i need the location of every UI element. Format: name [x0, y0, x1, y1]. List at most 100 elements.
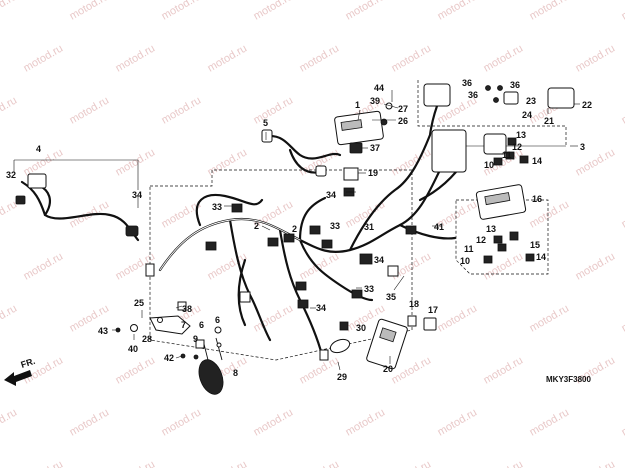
- callout-label: 9: [193, 334, 198, 344]
- callout-numbers: 1 2 2 3 4 5 6 6 7 8 9 10 10 11 11 12 12 …: [6, 78, 592, 382]
- callout-label: 34: [316, 303, 326, 313]
- watermark-text: motod.ru: [482, 354, 526, 386]
- watermark-text: motod.ru: [68, 0, 112, 23]
- callout-label: 33: [330, 221, 340, 231]
- watermark-text: motod.ru: [22, 458, 66, 468]
- watermark-text: motod.ru: [206, 458, 250, 468]
- callout-label: 12: [512, 142, 522, 152]
- callout-label: 15: [530, 240, 540, 250]
- callout-label: 7: [181, 320, 186, 330]
- callout-label: 2: [254, 221, 259, 231]
- watermark-text: motod.ru: [114, 458, 158, 468]
- watermark-text: motod.ru: [114, 42, 158, 74]
- diagram-code: MKY3F3800: [546, 375, 591, 384]
- watermark-text: motod.ru: [620, 198, 625, 230]
- watermark-text: motod.ru: [252, 406, 296, 438]
- watermark-text: motod.ru: [574, 458, 618, 468]
- callout-label: 40: [128, 344, 138, 354]
- watermark-text: motod.ru: [0, 0, 19, 23]
- callout-label: 36: [468, 90, 478, 100]
- callout-label: 14: [532, 156, 542, 166]
- callout-label: 5: [263, 118, 268, 128]
- callout-label: 36: [510, 80, 520, 90]
- front-sub-harness: [15, 173, 140, 242]
- watermark-text: motod.ru: [620, 94, 625, 126]
- watermark-text: motod.ru: [114, 146, 158, 178]
- control-unit-20: [366, 315, 437, 370]
- callout-label: 29: [337, 372, 347, 382]
- callout-label: 13: [486, 224, 496, 234]
- callout-label: 39: [370, 96, 380, 106]
- callout-label: 1: [355, 100, 360, 110]
- callout-label: 37: [370, 143, 380, 153]
- callout-label: 13: [516, 130, 526, 140]
- callout-label: 21: [544, 116, 554, 126]
- callout-label: 2: [292, 224, 297, 234]
- callout-label: 11: [464, 244, 474, 254]
- sub-harness-5: [261, 129, 342, 177]
- watermark-text: motod.ru: [68, 94, 112, 126]
- callout-label: 17: [428, 305, 438, 315]
- callout-label: 27: [398, 104, 408, 114]
- watermark-text: motod.ru: [160, 94, 204, 126]
- control-module-1: [334, 102, 393, 154]
- watermark-text: motod.ru: [528, 0, 572, 23]
- watermark-text: motod.ru: [390, 42, 434, 74]
- watermark-text: motod.ru: [206, 146, 250, 178]
- watermark-text: motod.ru: [482, 458, 526, 468]
- watermark-text: motod.ru: [344, 0, 388, 23]
- callout-label: 33: [212, 202, 222, 212]
- watermark-text: motod.ru: [528, 302, 572, 334]
- watermark-text: motod.ru: [206, 42, 250, 74]
- front-label: FR.: [20, 356, 37, 370]
- callout-label: 18: [409, 299, 419, 309]
- callout-label: 34: [132, 190, 142, 200]
- callout-label: 42: [164, 353, 174, 363]
- watermark-text: motod.ru: [620, 302, 625, 334]
- watermark-text: motod.ru: [344, 406, 388, 438]
- watermark-text: motod.ru: [114, 354, 158, 386]
- callout-label: 11: [502, 150, 512, 160]
- callout-label: 8: [233, 368, 238, 378]
- watermark-text: motod.ru: [0, 94, 19, 126]
- watermark-text: motod.ru: [298, 458, 342, 468]
- watermark-text: motod.ru: [574, 250, 618, 282]
- callout-label: 14: [536, 252, 546, 262]
- watermark-text: motod.ru: [252, 0, 296, 23]
- callout-label: 10: [460, 256, 470, 266]
- callout-label: 20: [383, 364, 393, 374]
- watermark-text: motod.ru: [160, 406, 204, 438]
- callout-label: 24: [522, 110, 532, 120]
- watermark-text: motod.ru: [436, 0, 480, 23]
- callout-label: 30: [356, 323, 366, 333]
- relay-connectors: [423, 83, 575, 173]
- callout-label: 19: [368, 168, 378, 178]
- callout-label: 35: [386, 292, 396, 302]
- callout-label: 33: [364, 284, 374, 294]
- watermark-text: motod.ru: [390, 458, 434, 468]
- callout-label: 32: [6, 170, 16, 180]
- callout-label: 3: [580, 142, 585, 152]
- callout-label: 26: [398, 116, 408, 126]
- watermark-text: motod.ru: [22, 250, 66, 282]
- callout-label: 16: [532, 194, 542, 204]
- watermark-text: motod.ru: [22, 42, 66, 74]
- watermark-text: motod.ru: [482, 42, 526, 74]
- callout-label: 44: [374, 83, 384, 93]
- front-direction-marker: FR.: [4, 356, 36, 386]
- harness-connectors: [145, 137, 535, 361]
- callout-label: 6: [215, 315, 220, 325]
- watermark-text: motod.ru: [298, 42, 342, 74]
- callout-label: 36: [462, 78, 472, 88]
- callout-leaders: [112, 90, 580, 371]
- watermark-text: motod.ru: [620, 0, 625, 23]
- callout-label: 43: [98, 326, 108, 336]
- watermark-text: motod.ru: [528, 406, 572, 438]
- callout-label: 41: [434, 222, 444, 232]
- callout-label: 34: [374, 255, 384, 265]
- watermark-text: motod.ru: [0, 406, 19, 438]
- watermark-text: motod.ru: [298, 354, 342, 386]
- grouping-outlines: [13, 80, 567, 361]
- watermark-text: motod.ru: [436, 302, 480, 334]
